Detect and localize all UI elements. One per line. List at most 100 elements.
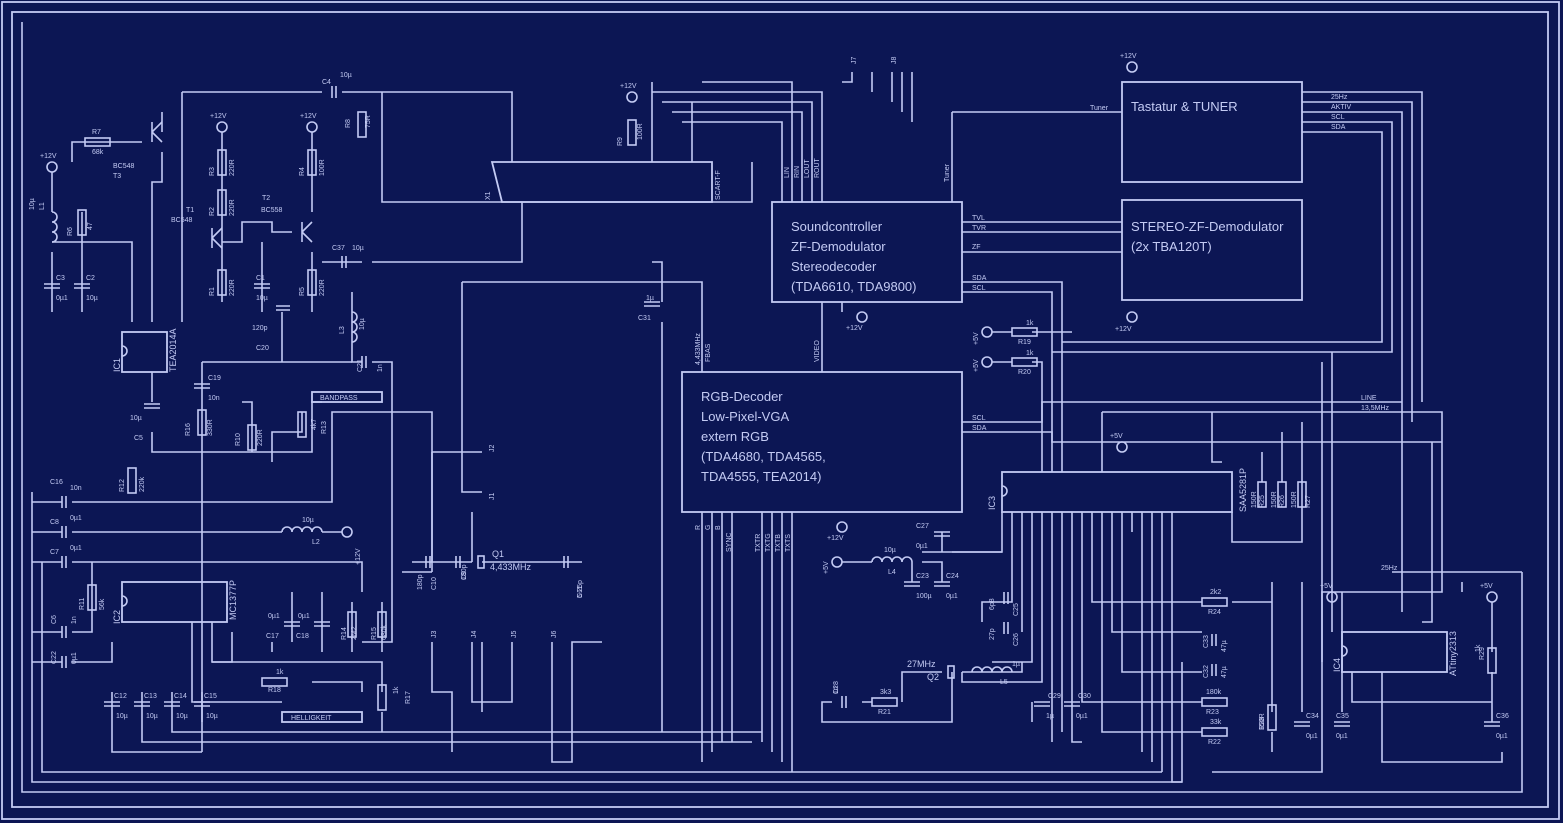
sound-line1: Soundcontroller <box>791 219 883 234</box>
tastatur-pin-25hz: 25Hz <box>1331 94 1348 101</box>
component-ref-r14: R14 <box>341 627 348 640</box>
component-value-r16: 330R <box>207 419 214 436</box>
component-ref-r5: R5 <box>299 287 306 296</box>
component-value-c34: 0µ1 <box>1306 733 1318 740</box>
component-ref-r23: R23 <box>1206 709 1219 716</box>
t3-name: T3 <box>113 173 121 180</box>
ic1-name: IC1 <box>112 358 122 372</box>
rgb-pin-4433: 4,433MHz <box>695 333 702 365</box>
rgb-pin-fbas: FBAS <box>705 343 712 362</box>
component-value-r27: 150R <box>1291 491 1298 508</box>
component-ref-l1: L1 <box>39 202 46 210</box>
rgb-pin-g: G <box>705 525 712 530</box>
rgb-line1: RGB-Decoder <box>701 389 783 404</box>
component-ref-c15: C15 <box>204 693 217 700</box>
component-value-c3: 0µ1 <box>56 295 68 302</box>
component-ref-c7: C7 <box>50 549 59 556</box>
component-value-c31: 1µ <box>646 295 654 302</box>
component-ref-r26: R26 <box>1279 495 1286 508</box>
rgb-pin-scl: SCL <box>972 415 986 422</box>
rgb-pin-txts: TXTS <box>785 534 792 552</box>
component-ref-c14: C14 <box>174 693 187 700</box>
component-ref-r16: R16 <box>185 423 192 436</box>
rgb-pin-txtr: TXTR <box>755 534 762 552</box>
component-value-c11: 5-25p <box>577 580 584 598</box>
component-ref-c33: C33 <box>1203 635 1210 648</box>
component-ref-c27: C27 <box>916 523 929 530</box>
rgb-pin-sync: SYNC <box>726 533 733 552</box>
component-value-r21: 3k3 <box>880 689 891 696</box>
component-ref-c2: C2 <box>86 275 95 282</box>
component-ref-c30: C30 <box>1078 693 1091 700</box>
sound-pin-tvl: TVL <box>972 215 985 222</box>
t1-type: BC548 <box>171 217 193 224</box>
jumper-j4: J4 <box>471 631 478 639</box>
rgb-pin-txtg: TXTG <box>765 533 772 552</box>
sound-pin-video: VIDEO <box>814 340 821 362</box>
component-value-c1: 10µ <box>256 295 268 302</box>
ic3-type: SAA5281P <box>1238 468 1248 512</box>
tastatur-title: Tastatur & TUNER <box>1131 99 1238 114</box>
component-ref-l4: L4 <box>888 569 896 576</box>
component-value-r12: 220k <box>139 476 146 492</box>
component-value-c26: 27p <box>989 628 996 640</box>
sound-pin-rout: ROUT <box>814 157 821 178</box>
component-value-r2: 220R <box>229 199 236 216</box>
component-value-r7: 68k <box>92 149 104 156</box>
component-value-l2: 10µ <box>302 517 314 524</box>
ic1-type: TEA2014A <box>168 328 178 372</box>
component-ref-c23: C23 <box>916 573 929 580</box>
sound-pin-rin: RIN <box>794 166 801 178</box>
sound-line3: Stereodecoder <box>791 259 877 274</box>
component-ref-r22: R22 <box>1208 739 1221 746</box>
component-ref-c34: C34 <box>1306 713 1319 720</box>
component-value-c4: 10µ <box>340 72 352 79</box>
line-freq-label: 13,5MHz <box>1361 405 1390 412</box>
rgb-supply: +12V <box>827 535 844 542</box>
component-value-c10: 180p <box>417 574 424 590</box>
stereo-zf-block: STEREO-ZF-Demodulator (2x TBA120T) +12V <box>1115 199 1303 333</box>
component-ref-r27: R27 <box>1305 495 1312 508</box>
component-ref-c20: C20 <box>256 345 269 352</box>
plus5-label-l4: +5V <box>823 561 830 574</box>
q2-label: Q2 <box>927 672 939 682</box>
tastatur-pin-sda: SDA <box>1331 124 1346 131</box>
component-value-c32: 47µ <box>1221 666 1228 678</box>
rgb-pin-txtb: TXTB <box>775 534 782 552</box>
plus5-label-r20: +5V <box>973 359 980 372</box>
component-ref-r29: R29 <box>1479 647 1486 660</box>
tastatur-pin-scl: SCL <box>1331 114 1345 121</box>
rgb-decoder-block: RGB-Decoder Low-Pixel-VGA extern RGB (TD… <box>681 333 987 552</box>
component-ref-r12: R12 <box>119 479 126 492</box>
jumper-j5: J5 <box>511 631 518 639</box>
component-value-c21: 1n <box>377 364 384 372</box>
component-value-c25: 6p8 <box>989 598 996 610</box>
component-value-r9: 100R <box>637 123 644 140</box>
component-value-r22: 33k <box>1210 719 1222 726</box>
component-ref-c26: C26 <box>1013 633 1020 646</box>
component-value-c5: 10µ <box>130 415 142 422</box>
component-ref-c16: C16 <box>50 479 63 486</box>
component-ref-r6: R6 <box>67 227 74 236</box>
t2-name: T2 <box>262 195 270 202</box>
component-value-c30: 0µ1 <box>1076 713 1088 720</box>
t3-type: BC548 <box>113 163 135 170</box>
component-value-c14: 10µ <box>176 713 188 720</box>
component-ref-c10: C10 <box>431 577 438 590</box>
component-value-r28: 150R <box>1259 713 1266 730</box>
component-ref-r13: R13 <box>321 421 328 434</box>
component-value-c29: 1µ <box>1046 713 1054 720</box>
component-value-c23: 100µ <box>916 593 932 600</box>
component-value-r4: 100R <box>319 159 326 176</box>
wiring <box>21 22 1523 793</box>
component-ref-r19: R19 <box>1018 339 1031 346</box>
plus12-label-l1: +12V <box>40 153 57 160</box>
component-ref-c22: C22 <box>51 651 58 664</box>
component-value-c28: 1n <box>833 686 840 694</box>
component-ref-c36: C36 <box>1496 713 1509 720</box>
rgb-pin-r: R <box>695 525 702 530</box>
component-value-c20: 120p <box>252 325 268 332</box>
component-value-r8: 75R <box>365 115 372 128</box>
component-ref-c9: C9 <box>461 571 468 580</box>
